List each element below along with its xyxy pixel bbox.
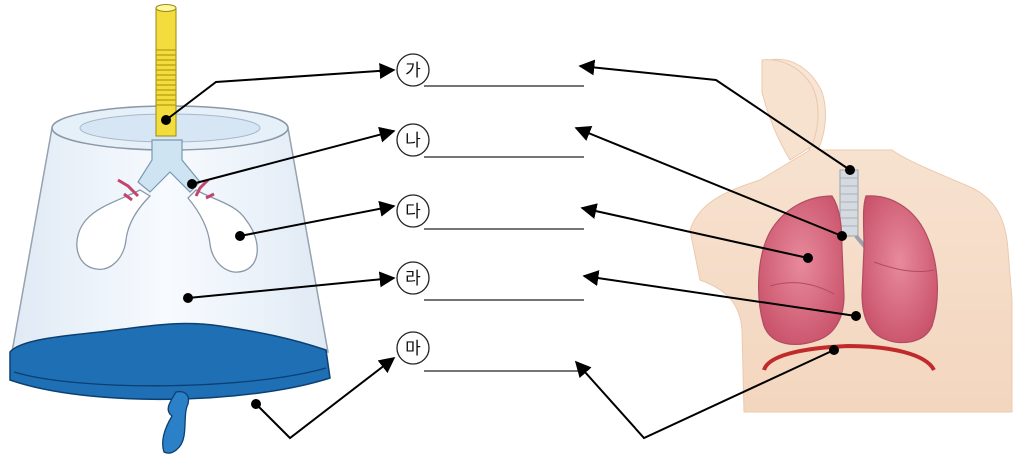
leader-da-body: [580, 203, 809, 259]
marker-ma: 마: [396, 331, 430, 365]
rubber-sheet: [9, 322, 331, 401]
leader-na-model: [191, 126, 396, 185]
leader-na-body: [574, 126, 843, 237]
leader-dots-body: [803, 165, 861, 355]
leader-da-model: [239, 200, 396, 237]
marker-da: 다: [396, 194, 430, 228]
leader-lines-body: [574, 59, 857, 440]
leader-dots-model: [161, 115, 261, 409]
marker-label-ra: 라: [405, 269, 421, 289]
leader-ma-model: [255, 357, 396, 440]
marker-label-ga: 가: [405, 61, 421, 81]
marker-label-ma: 마: [405, 339, 421, 359]
leader-ra-body: [582, 270, 857, 317]
balloon-left: [76, 189, 152, 270]
rubber-sheet-knot: [162, 390, 190, 454]
balloon-right: [187, 189, 258, 273]
marker-ra: 라: [396, 261, 430, 295]
marker-ga: 가: [396, 53, 430, 87]
lung-left: [758, 195, 845, 345]
leader-lines-model: [165, 62, 396, 440]
balloon-ties: [117, 178, 215, 202]
diaphragm: [762, 343, 936, 372]
head-outline: [761, 59, 819, 161]
y-connector: [137, 139, 201, 193]
bell-jar-model: [9, 4, 331, 454]
marker-label-na: 나: [405, 131, 421, 151]
leader-ra-model: [187, 271, 396, 299]
marker-na: 나: [396, 123, 430, 157]
leader-ga-model: [165, 62, 396, 121]
leader-ga-body: [578, 59, 851, 171]
marker-label-da: 다: [405, 202, 421, 222]
glass-tube: [155, 4, 177, 137]
leader-ma-body: [574, 349, 835, 440]
answer-lines: [424, 85, 584, 372]
human-torso: [689, 58, 1013, 413]
